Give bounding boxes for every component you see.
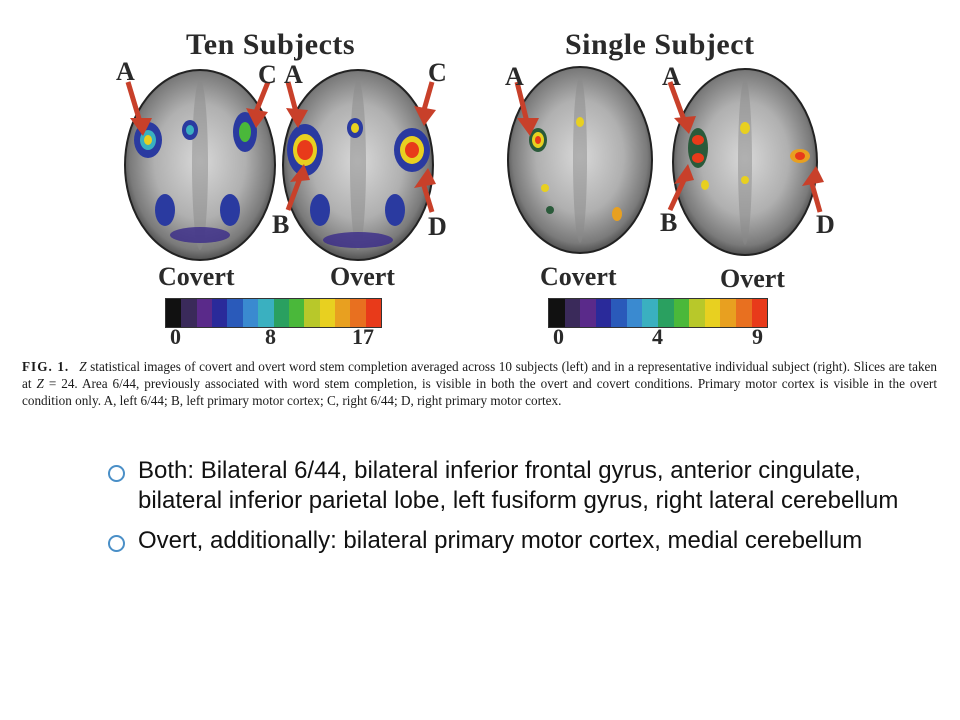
caption-text-part2: = 24. Area 6/44, previously associated w…	[22, 376, 937, 408]
color-scale-segment	[704, 299, 721, 327]
bullet-list: Both: Bilateral 6/44, bilateral inferior…	[108, 456, 908, 566]
figure: Ten Subjects Single Subject	[22, 28, 937, 409]
color-scale-segment	[304, 299, 320, 327]
arrow-label: A	[284, 60, 303, 89]
brain-slice-single-overt	[672, 68, 818, 256]
brain-slice-single-covert	[507, 66, 653, 254]
scale-tick: 9	[752, 324, 763, 349]
color-scale-segment	[365, 299, 382, 327]
bullet-ring-icon	[108, 535, 125, 552]
condition-label-covert: Covert	[540, 262, 617, 291]
color-scale-segment	[227, 299, 243, 327]
color-scale-segment	[242, 299, 259, 327]
brain-slice-ten-covert	[124, 69, 276, 261]
arrow-label: D	[428, 212, 447, 241]
caption-z-letter: Z	[79, 359, 87, 374]
color-scale-segment	[611, 299, 627, 327]
arrow-label: C	[258, 60, 277, 89]
arrow-label: A	[116, 57, 135, 86]
arrow-markers	[125, 81, 824, 213]
color-scale-segment	[735, 299, 752, 327]
group-title-ten-subjects: Ten Subjects	[186, 28, 356, 61]
arrow-label: B	[660, 208, 678, 237]
condition-label-overt: Overt	[330, 262, 395, 291]
scale-tick: 8	[265, 324, 276, 349]
arrow-label: B	[272, 210, 290, 239]
arrow-label: C	[428, 58, 447, 87]
color-scale-segment	[689, 299, 705, 327]
group-title-single-subject: Single Subject	[565, 28, 755, 61]
bullet-item: Both: Bilateral 6/44, bilateral inferior…	[108, 456, 908, 516]
brain-slice-ten-overt	[282, 69, 434, 261]
color-scale-segment	[334, 299, 351, 327]
scale-tick: 4	[652, 324, 663, 349]
scale-tick: 17	[352, 324, 374, 349]
color-scale-segment	[549, 299, 565, 327]
color-scale-segment	[564, 299, 581, 327]
color-scale-segment	[166, 299, 182, 327]
condition-label-overt: Overt	[720, 264, 785, 293]
color-scale-segment	[319, 299, 335, 327]
arrow-label: A	[662, 62, 681, 91]
figure-number: FIG. 1.	[22, 359, 70, 374]
color-scale-segment	[258, 299, 274, 327]
bullet-ring-icon	[108, 465, 125, 482]
scale-tick: 0	[170, 324, 181, 349]
figure-caption: FIG. 1. Z statistical images of covert an…	[22, 358, 937, 409]
color-scale-segment	[642, 299, 659, 327]
color-scale-ten	[165, 298, 382, 328]
color-scale-segment	[626, 299, 643, 327]
color-scale-segment	[196, 299, 213, 327]
color-scale-segment	[673, 299, 690, 327]
color-scale-segment	[580, 299, 596, 327]
brain-slices-image	[124, 66, 824, 261]
arrow-label: D	[816, 210, 835, 239]
bullet-text: Overt, additionally: bilateral primary m…	[138, 527, 863, 554]
caption-z-letter: Z	[36, 376, 44, 391]
color-scale-segment	[658, 299, 674, 327]
bullet-item: Overt, additionally: bilateral primary m…	[108, 526, 908, 556]
color-scale-segment	[181, 299, 197, 327]
color-scale-segment	[350, 299, 366, 327]
bullet-text: Both: Bilateral 6/44, bilateral inferior…	[138, 457, 899, 514]
scale-tick: 0	[553, 324, 564, 349]
color-scale-segment	[751, 299, 768, 327]
color-scale-segment	[720, 299, 736, 327]
caption-text-part1: statistical images of covert and overt w…	[22, 359, 937, 391]
color-scale-single	[548, 298, 768, 328]
color-scale-segment	[595, 299, 612, 327]
color-scale-segment	[212, 299, 228, 327]
condition-label-covert: Covert	[158, 262, 235, 291]
color-scale-segment	[273, 299, 289, 327]
color-scale-segment	[288, 299, 305, 327]
arrow-label: A	[505, 62, 524, 91]
